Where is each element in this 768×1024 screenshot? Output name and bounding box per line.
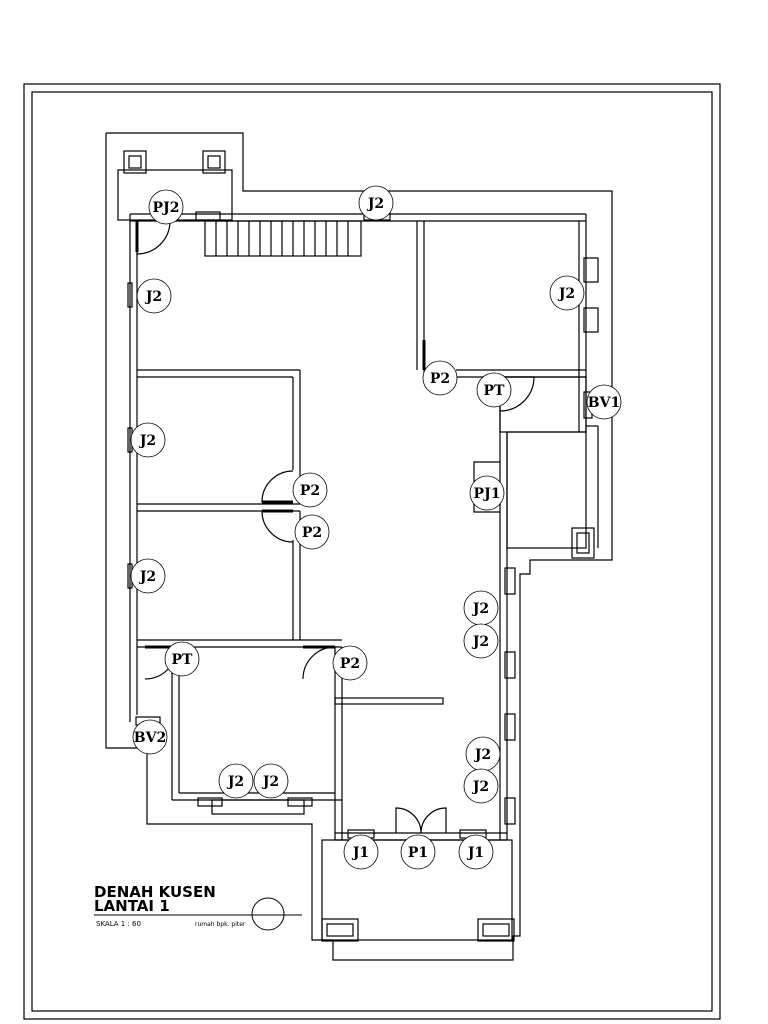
svg-text:J2: J2	[261, 774, 279, 790]
svg-text:PJ1: PJ1	[474, 486, 501, 502]
bath-shaft-inner	[576, 532, 590, 554]
tag-bv2: BV2	[132, 719, 168, 755]
tag-j2-top: J2	[358, 185, 394, 221]
staircase	[204, 220, 362, 257]
svg-text:P2: P2	[430, 371, 450, 387]
svg-text:P2: P2	[300, 483, 320, 499]
north-symbol	[251, 897, 285, 931]
column-bottom-left	[321, 918, 359, 942]
svg-text:J1: J1	[351, 845, 369, 861]
window-frame	[583, 307, 599, 333]
window-frame	[127, 282, 133, 308]
tag-p2-3: P2	[294, 514, 330, 550]
tag-j2-right-5: J2	[463, 768, 499, 804]
column-top-right-inner	[207, 155, 221, 169]
column-top-left-inner	[128, 155, 142, 169]
tag-p2-2: P2	[292, 472, 328, 508]
door-swing	[395, 807, 422, 834]
window-frame	[504, 567, 516, 595]
svg-text:PJ2: PJ2	[153, 200, 180, 216]
svg-text:J2: J2	[226, 774, 244, 790]
drawing-title-line1: DENAH KUSEN	[94, 883, 216, 901]
window-frame	[504, 713, 516, 741]
window-frame	[197, 797, 223, 807]
drawing-title-line2: LANTAI 1	[94, 897, 170, 915]
svg-text:J2: J2	[366, 196, 384, 212]
tag-j2-left-1: J2	[136, 278, 172, 314]
svg-text:J2: J2	[138, 433, 156, 449]
svg-text:PT: PT	[172, 652, 194, 668]
bathroom-2	[506, 431, 587, 549]
drawing-scale: SKALA 1 : 60	[96, 920, 141, 928]
tag-j2-left-3: J2	[130, 558, 166, 594]
tag-j2-bottom-2: J2	[253, 763, 289, 799]
tag-p2-4: P2	[332, 645, 368, 681]
sheet-outer-border	[23, 83, 721, 1020]
window-frame	[287, 797, 313, 807]
tag-j2-right-4: J2	[465, 736, 501, 772]
svg-text:J2: J2	[471, 779, 489, 795]
svg-text:J2: J2	[471, 601, 489, 617]
svg-text:PT: PT	[484, 383, 506, 399]
door-swing	[261, 510, 294, 543]
column-bottom-left-inner	[326, 923, 354, 937]
tag-j2-right-1: J2	[549, 275, 585, 311]
window-frame	[583, 257, 599, 283]
tag-j1-right: J1	[458, 834, 494, 870]
column-top-left	[123, 150, 147, 174]
svg-text:P2: P2	[340, 656, 360, 672]
sheet-inner-border	[31, 91, 713, 1012]
svg-text:J2: J2	[138, 569, 156, 585]
tag-pt-1: PT	[476, 372, 512, 408]
door-swing	[499, 376, 535, 412]
door-swing	[420, 807, 447, 834]
window-frame	[504, 651, 516, 679]
bath-shaft	[571, 527, 595, 559]
column-top-right	[202, 150, 226, 174]
svg-text:J2: J2	[557, 286, 575, 302]
column-bottom-right	[477, 918, 515, 942]
svg-text:BV2: BV2	[134, 730, 166, 746]
drawing-owner: rumah bpk. piter	[195, 921, 246, 928]
tag-pt-2: PT	[164, 641, 200, 677]
tag-j2-bottom-1: J2	[218, 763, 254, 799]
door-swing	[302, 646, 336, 680]
tag-j1-left: J1	[343, 834, 379, 870]
svg-text:P2: P2	[302, 525, 322, 541]
step-lower	[211, 799, 305, 815]
svg-text:BV1: BV1	[588, 395, 620, 411]
svg-text:J2: J2	[473, 747, 491, 763]
door-swing	[136, 220, 171, 255]
tag-pj2: PJ2	[148, 189, 184, 225]
tag-p1: P1	[400, 834, 436, 870]
svg-text:P1: P1	[408, 845, 428, 861]
svg-text:J2: J2	[144, 289, 162, 305]
tag-j2-right-2: J2	[463, 590, 499, 626]
window-frame	[195, 211, 221, 221]
svg-text:J2: J2	[471, 634, 489, 650]
tag-j2-right-3: J2	[463, 623, 499, 659]
tag-p2-1: P2	[422, 360, 458, 396]
tag-pj1: PJ1	[469, 475, 505, 511]
svg-text:J1: J1	[466, 845, 484, 861]
column-bottom-right-inner	[482, 923, 510, 937]
building-outline	[105, 132, 613, 961]
tag-j2-left-2: J2	[130, 422, 166, 458]
counter	[334, 697, 444, 705]
tag-bv1: BV1	[586, 384, 622, 420]
bathroom-block	[499, 376, 587, 433]
window-frame	[504, 797, 516, 825]
door-swing	[261, 470, 294, 503]
